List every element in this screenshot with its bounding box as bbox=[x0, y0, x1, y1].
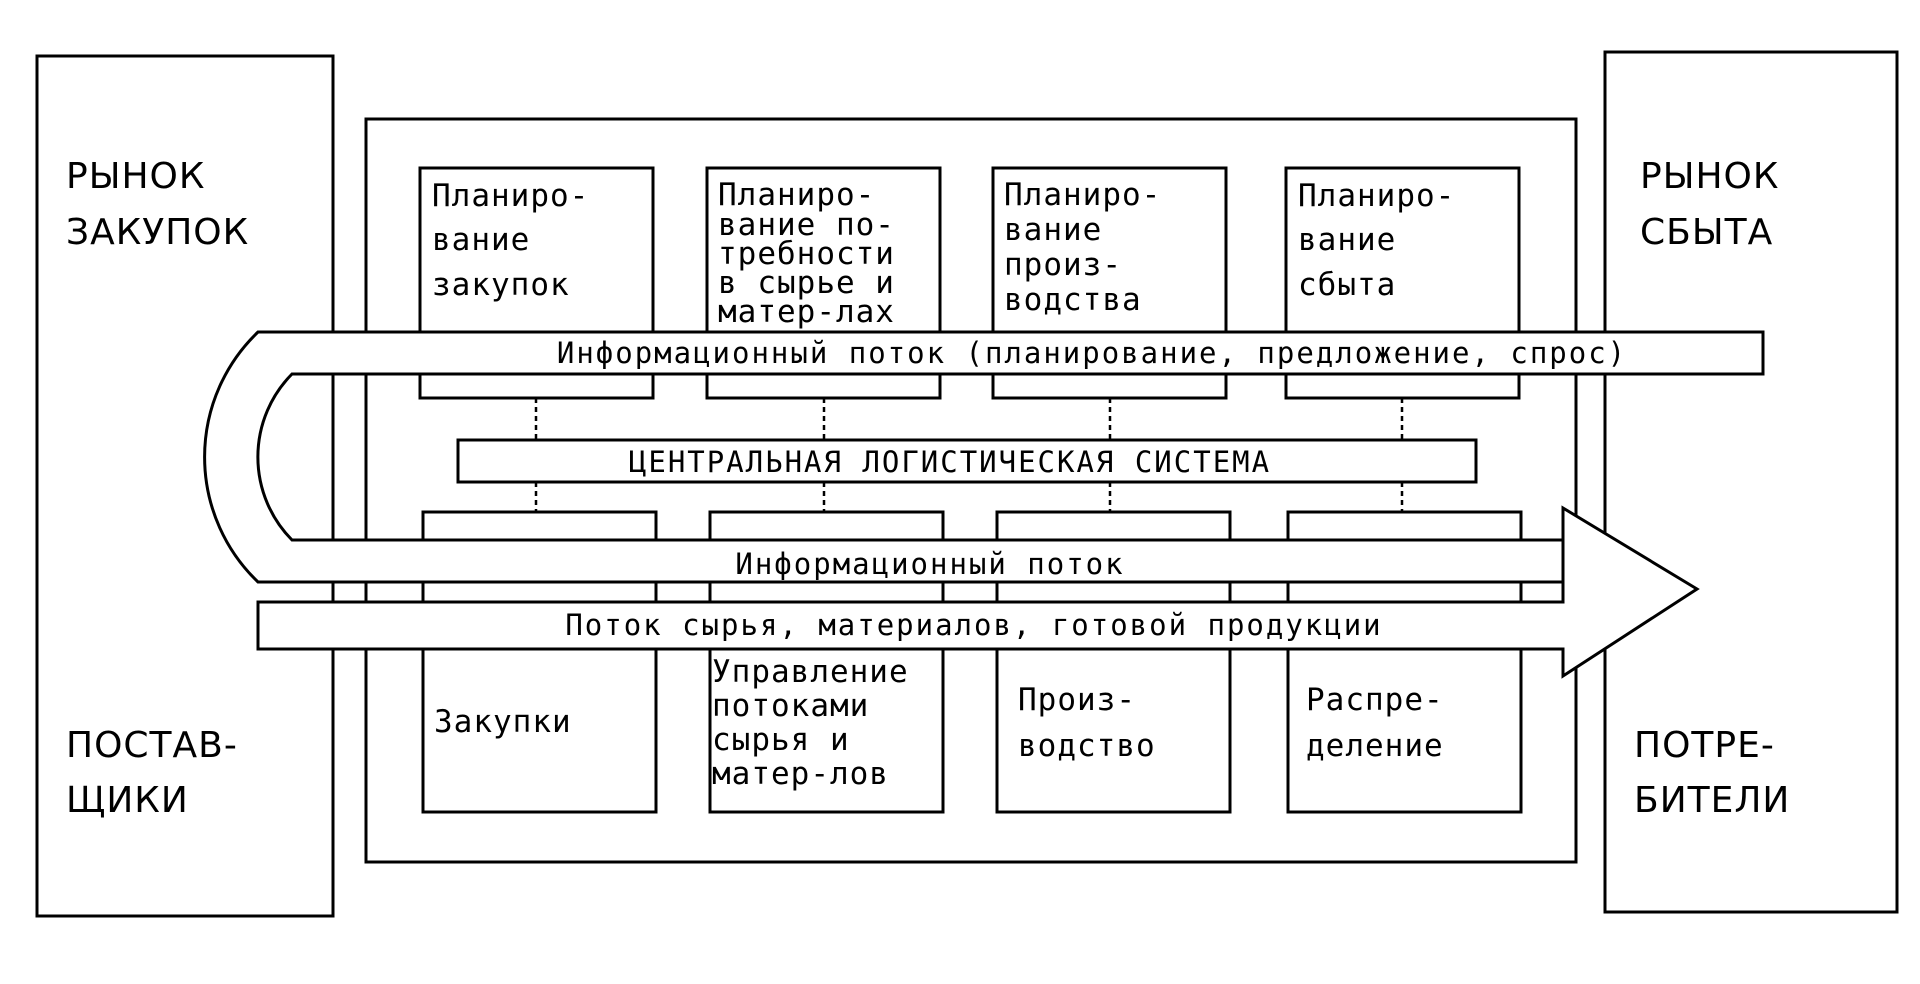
sales-market-line1: РЫНОК bbox=[1640, 156, 1779, 197]
central-frame bbox=[364, 117, 1578, 864]
suppliers-line1: ПОСТАВ- bbox=[66, 725, 238, 766]
execution-production-line: Произ- bbox=[1018, 682, 1136, 718]
material-flow-label: Поток сырья, материалов, готовой продукц… bbox=[565, 608, 1382, 642]
consumers-line2: БИТЕЛИ bbox=[1634, 780, 1790, 821]
planning-production-line: произ- bbox=[1004, 247, 1122, 283]
procurement-market-line1: РЫНОК bbox=[66, 156, 205, 197]
sales-market-line2: СБЫТА bbox=[1640, 212, 1773, 253]
planning-production-line: вание bbox=[1004, 212, 1102, 248]
sales-market-box bbox=[1603, 50, 1899, 914]
information-flow-u-arrow bbox=[203, 330, 1765, 584]
connectors bbox=[534, 398, 1404, 512]
info-flow-top-label: Информационный поток (планирование, пред… bbox=[557, 336, 1627, 370]
planning-materials-line: Планиро- bbox=[718, 177, 875, 213]
execution-box-materials bbox=[708, 510, 945, 814]
planning-materials-line: вание по- bbox=[718, 207, 895, 243]
procurement-market-line2: ЗАКУПОК bbox=[66, 212, 249, 253]
central-logistics-label: ЦЕНТРАЛЬНАЯ ЛОГИСТИЧЕСКАЯ СИСТЕМА bbox=[629, 445, 1271, 479]
planning-materials-line: требности bbox=[718, 236, 895, 272]
execution-distribution-line: Распре- bbox=[1306, 682, 1444, 718]
info-flow-bottom-label: Информационный поток bbox=[735, 547, 1124, 581]
planning-procurement-line: вание bbox=[432, 222, 530, 258]
central-logistics-box bbox=[456, 438, 1478, 484]
planning-materials-line: в сырье и bbox=[718, 265, 895, 301]
planning-sales-line: вание bbox=[1298, 222, 1396, 258]
planning-sales-line: сбыта bbox=[1298, 267, 1396, 303]
execution-procurement-line: Закупки bbox=[434, 704, 572, 740]
planning-procurement-line: закупок bbox=[432, 267, 570, 303]
planning-production-line: водства bbox=[1004, 282, 1142, 318]
execution-materials-line: сырья и bbox=[712, 722, 850, 758]
procurement-market-box bbox=[35, 54, 335, 918]
execution-production-line: водство bbox=[1018, 728, 1156, 764]
material-flow-arrow bbox=[256, 505, 1700, 679]
planning-production-line: Планиро- bbox=[1004, 177, 1161, 213]
execution-materials-line: Управление bbox=[712, 654, 909, 690]
planning-materials-line: матер-лах bbox=[718, 294, 895, 330]
consumers-line1: ПОТРЕ- bbox=[1634, 725, 1775, 766]
suppliers-line2: ЩИКИ bbox=[66, 780, 189, 821]
execution-box-production bbox=[995, 510, 1232, 814]
execution-box-distribution bbox=[1286, 510, 1523, 814]
planning-procurement-line: Планиро- bbox=[432, 178, 589, 214]
execution-distribution-line: деление bbox=[1306, 728, 1444, 764]
execution-box-procurement bbox=[421, 510, 658, 814]
planning-sales-line: Планиро- bbox=[1298, 178, 1455, 214]
execution-materials-line: матер-лов bbox=[712, 756, 889, 792]
execution-materials-line: потоками bbox=[712, 688, 869, 724]
